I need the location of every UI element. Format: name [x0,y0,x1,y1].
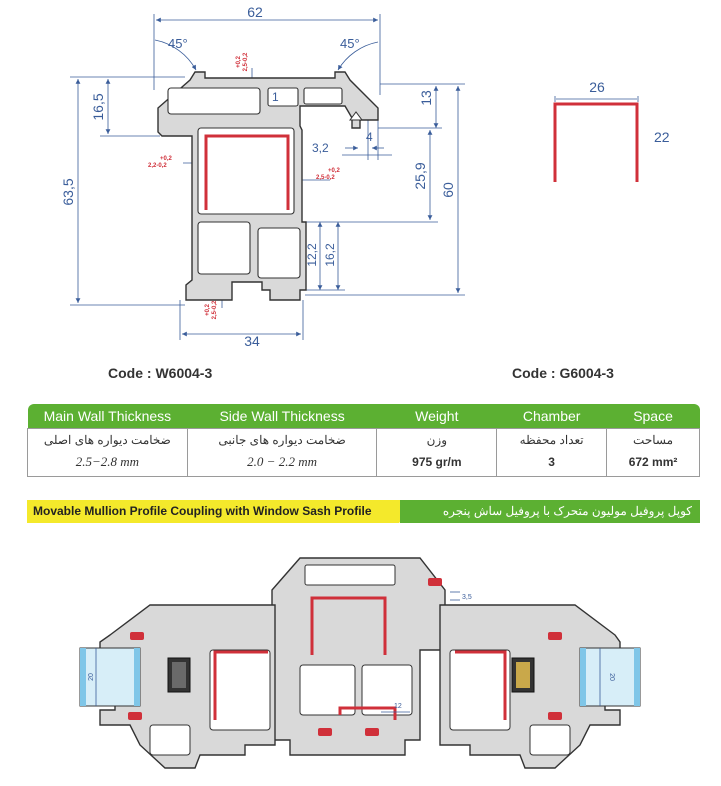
assembly-dim-gap: 3,5 [462,594,472,601]
spec-table-row: ضخامت دیواره های اصلی 2.5−2.8 mm ضخامت د… [27,428,700,477]
cell-space: مساحت 672 mm² [606,428,700,477]
header-side-wall: Side Wall Thickness [187,404,377,429]
banner-title-fa: کوپل پروفیل مولیون متحرک با پروفیل ساش پ… [400,500,700,523]
section-banner: Movable Mullion Profile Coupling with Wi… [27,500,700,523]
dim-inner-4: 4 [366,130,373,144]
dim-right-mid: 25,9 [412,162,428,189]
assembly-dim-mid: 12 [394,703,402,710]
banner-title-en: Movable Mullion Profile Coupling with Wi… [27,500,399,523]
profile-code: Code : W6004-3 [108,365,213,381]
header-weight: Weight [376,404,497,429]
steel-dim-width: 26 [589,79,605,95]
fa-weight: وزن [426,433,448,447]
dim-inner-3-2: 3,2 [312,141,329,155]
tol-upper: +0,2 [236,55,242,68]
header-chamber: Chamber [496,404,607,429]
dim-right-height: 60 [440,182,456,198]
cell-weight: وزن 975 gr/m [376,428,498,477]
value-space: 672 mm² [628,455,678,469]
steel-profile-drawing: 26 22 [553,79,670,182]
tol-lower: 2,5-0,2 [243,52,249,71]
spec-table-header: Main Wall Thickness Side Wall Thickness … [27,404,700,429]
fa-main-wall: ضخامت دیواره های اصلی [43,433,171,447]
steel-reinforcement-icon [204,134,290,210]
dim-right-upper: 13 [418,90,434,106]
value-weight: 975 gr/m [412,455,462,469]
value-main-wall: 2.5−2.8 mm [75,454,140,469]
profile-section-drawing: 62 34 63,5 16,5 60 13 25,9 1 4 3,2 12,2 … [60,4,670,349]
header-main-wall: Main Wall Thickness [27,404,188,429]
dim-inner-1: 1 [272,90,279,104]
assembly-glass-right: 20 [608,673,615,681]
assembly-section-drawing: 3,5 12 20 20 [79,557,641,769]
fa-space: مساحت [633,433,674,447]
dim-left-upper: 16,5 [90,93,106,120]
header-space: Space [606,404,700,429]
angle-right: 45° [340,36,360,51]
assembly-glass-left: 20 [88,673,95,681]
cell-main-wall: ضخامت دیواره های اصلی 2.5−2.8 mm [27,428,188,477]
steel-code: Code : G6004-3 [512,365,614,381]
spec-table: Main Wall Thickness Side Wall Thickness … [27,404,700,477]
fa-chamber: تعداد محفظه [519,433,584,447]
cell-side-wall: ضخامت دیواره های جانبی 2.0 − 2.2 mm [186,428,378,477]
tol-bottom-upper: +0,2 [205,303,211,316]
left-glass-unit [79,647,191,707]
angle-left: 45° [168,36,188,51]
steel-dim-height: 22 [654,129,670,145]
value-side-wall: 2.0 − 2.2 mm [247,454,317,469]
right-glass-unit [511,647,641,707]
value-chamber: 3 [548,455,555,469]
cell-chamber: تعداد محفظه 3 [496,428,608,477]
dim-left-height: 63,5 [60,178,76,205]
tol-inner-upper: +0,2 [160,156,173,162]
tol-inner-lower: 2,2-0,2 [148,163,167,169]
dim-inner-12-2: 12,2 [305,243,319,267]
dim-bottom-width: 34 [244,333,260,349]
tol-bottom-lower: 2,5-0,2 [212,300,218,319]
tol-right-lower: 2,5-0,2 [316,175,335,181]
fa-side-wall: ضخامت دیواره های جانبی [218,433,346,447]
dim-inner-16-2: 16,2 [323,243,337,267]
tol-right-upper: +0,2 [328,168,341,174]
dim-top-width: 62 [247,4,263,20]
